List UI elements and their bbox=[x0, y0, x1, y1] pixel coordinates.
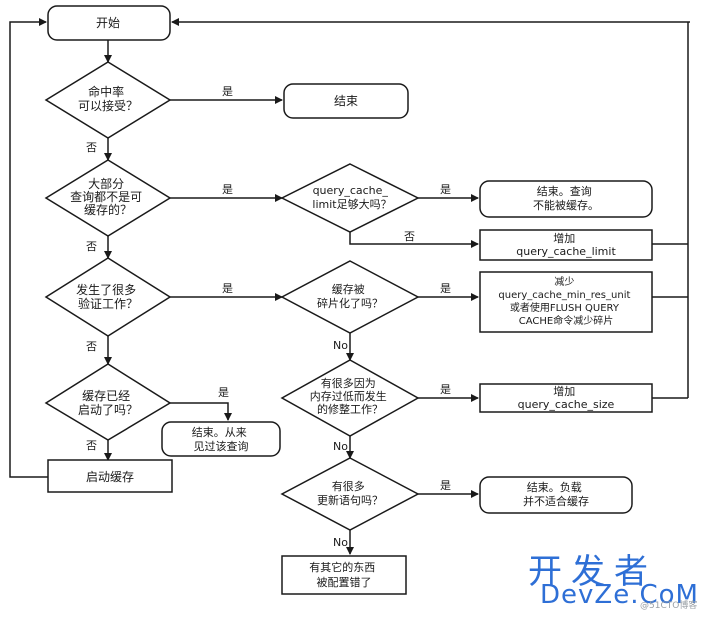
label-frag-no: No bbox=[333, 339, 348, 352]
decision-updates bbox=[280, 457, 420, 531]
increase-size-label: 增加 query_cache_size bbox=[518, 384, 615, 411]
decision-limit bbox=[280, 163, 420, 233]
increase-size-box bbox=[479, 383, 653, 413]
decision-low-memory-label: 有很多因为 内存过低而发生 的修整工作？ bbox=[310, 376, 391, 416]
start-node bbox=[47, 5, 171, 41]
decision-cacheable bbox=[44, 159, 172, 237]
decision-hit-rate-label: 命中率 可以接受？ bbox=[78, 84, 138, 113]
decision-enabled bbox=[44, 363, 172, 441]
edge-enabled-yes bbox=[170, 402, 232, 421]
label-hit-no: 否 bbox=[86, 141, 97, 154]
label-hit-yes: 是 bbox=[222, 85, 233, 98]
increase-limit-box bbox=[479, 229, 653, 261]
decision-invalidation bbox=[44, 257, 172, 337]
label-limit-no: 否 bbox=[404, 230, 415, 243]
decision-cacheable-label: 大部分 查询都不是可 缓存的？ bbox=[70, 176, 146, 217]
watermark-small: @51CTO博客 bbox=[640, 601, 698, 611]
end-node-load-label: 结束。负载 并不适合缓存 bbox=[523, 480, 589, 508]
decision-fragmented-label: 缓存被 碎片化了吗？ bbox=[317, 282, 383, 310]
shapes bbox=[44, 5, 653, 595]
decision-invalidation-label: 发生了很多 验证工作？ bbox=[76, 282, 140, 311]
decision-fragmented bbox=[280, 260, 420, 334]
label-cacheable-no: 否 bbox=[86, 240, 97, 253]
node-labels: 开始 命中率 可以接受？ 结束 大部分 查询都不是可 缓存的？ query_ca… bbox=[70, 16, 633, 589]
label-updates-no: No bbox=[333, 536, 348, 549]
end-node-noncacheable bbox=[479, 180, 653, 218]
edge-labels: 是 否 是 是 否 否 是 是 No 否 是 是 否 No 是 No bbox=[86, 85, 451, 549]
start-node-label: 开始 bbox=[96, 16, 120, 30]
decision-enabled-label: 缓存已经 启动了吗？ bbox=[78, 389, 138, 417]
label-updates-yes: 是 bbox=[440, 479, 451, 492]
end-node-never-seen bbox=[161, 421, 281, 457]
label-inval-yes: 是 bbox=[222, 282, 233, 295]
connectors bbox=[9, 18, 690, 555]
label-enabled-no: 否 bbox=[86, 439, 97, 452]
decision-hit-rate bbox=[44, 61, 172, 139]
label-limit-yes: 是 bbox=[440, 183, 451, 196]
end-node-never-seen-label: 结束。从来 见过该查询 bbox=[192, 426, 251, 453]
watermark-en: DevZe.CoM bbox=[540, 580, 699, 610]
enable-cache-box bbox=[47, 459, 173, 493]
reduce-fragmentation-label: 减少 query_cache_min_res_unit 或者使用FLUSH QU… bbox=[498, 276, 633, 327]
edge-limit-no bbox=[349, 232, 479, 248]
label-cacheable-yes: 是 bbox=[222, 183, 233, 196]
enable-cache-label: 启动缓存 bbox=[86, 470, 134, 484]
decision-limit-label: query_cache_ limit足够大吗？ bbox=[312, 184, 391, 211]
label-lowmem-no: No bbox=[333, 440, 348, 453]
decision-low-memory bbox=[280, 359, 420, 437]
label-enabled-yes: 是 bbox=[218, 386, 229, 399]
edge-enable-loop bbox=[9, 18, 48, 478]
watermark-cn: 开发者 bbox=[528, 552, 657, 592]
end-node-1 bbox=[283, 83, 409, 119]
end-node-noncacheable-label: 结束。查询 不能被缓存。 bbox=[533, 184, 599, 212]
reduce-fragmentation-box bbox=[479, 271, 653, 333]
label-frag-yes: 是 bbox=[440, 282, 451, 295]
decision-updates-label: 有很多 更新语句吗？ bbox=[317, 479, 383, 507]
misconfigured-box bbox=[281, 555, 407, 595]
label-inval-no: 否 bbox=[86, 340, 97, 353]
end-node-1-label: 结束 bbox=[334, 94, 358, 108]
misconfigured-label: 有其它的东西 被配置错了 bbox=[309, 560, 379, 589]
label-lowmem-yes: 是 bbox=[440, 383, 451, 396]
increase-limit-label: 增加 query_cache_limit bbox=[516, 231, 616, 258]
end-node-load bbox=[479, 476, 633, 514]
